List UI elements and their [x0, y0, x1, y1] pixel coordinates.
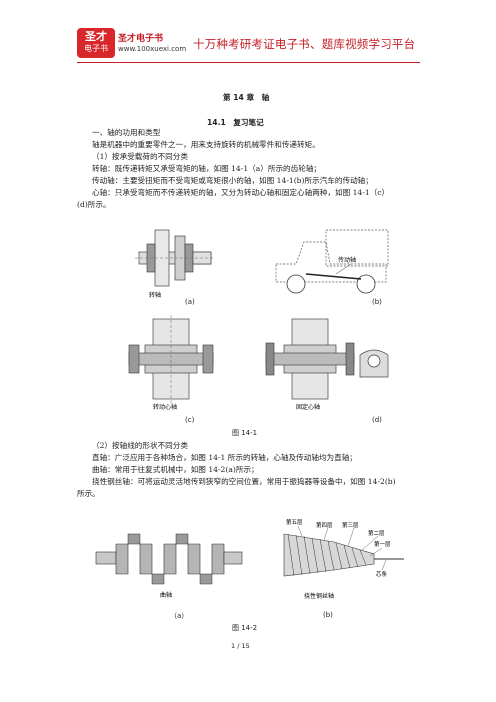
figure-14-1-d-label: (d)	[372, 416, 382, 424]
layer-1-label: 第一层	[374, 540, 391, 548]
brand-name: 圣才电子书	[118, 34, 164, 44]
figure-14-1-b-inner-label: 传动轴	[338, 256, 356, 264]
layer-4-label: 第四层	[316, 521, 333, 529]
header-slogan: 十万种考研考证电子书、题库视频学习平台	[193, 37, 416, 51]
logo-line-1: 圣才	[85, 30, 107, 43]
figure-14-1-b: 传动轴	[275, 229, 389, 294]
layer-3-label: 第三层	[342, 521, 359, 529]
layer-5-label: 第五层	[286, 518, 303, 526]
figure-14-2-a: 曲轴	[95, 533, 243, 599]
figure-14-2-a-label: （a）	[170, 612, 189, 620]
figure-14-1-a-inner-label: 转轴	[149, 291, 161, 299]
paragraph-intro: 轴是机器中的重要零件之一，用来支持旋转的机械零件和传递转矩。	[92, 140, 320, 149]
figure-14-1-a-label: (a)	[185, 298, 195, 306]
paragraph-transmission-shaft: 传动轴：主要受扭矩而不受弯矩或弯矩很小的轴，如图 14-1(b)所示汽车的传动轴…	[92, 176, 373, 185]
subheading-by-load: （1）按承受载荷的不同分类	[92, 152, 188, 161]
figure-14-1-c: 转动心轴	[128, 315, 214, 411]
figure-14-1-c-inner-label: 转动心轴	[153, 403, 177, 411]
figure-14-2-b-label: (b)	[323, 611, 333, 619]
figure-14-2-b: 第五层 第四层 第三层 第二层 第一层 芯条 挠性钢丝轴	[283, 518, 404, 600]
figure-14-2-caption: 图 14-2	[232, 624, 258, 632]
section-title: 14.1 复习笔记	[207, 118, 264, 127]
paragraph-spindle: 心轴：只承受弯矩而不传递转矩的轴，又分为转动心轴和固定心轴两种，如图 14-1（…	[92, 188, 390, 197]
figure-14-2-a-inner-label: 曲轴	[160, 591, 172, 599]
figure-14-1-d: 固定心轴	[265, 318, 389, 411]
figure-14-1-c-label: (c)	[185, 416, 195, 424]
layer-2-label: 第二层	[368, 529, 385, 537]
figure-14-1-d-inner-label: 固定心轴	[296, 403, 320, 411]
page-header: 圣才 电子书 圣才电子书 www.100xuexi.com 十万种考研考证电子书…	[0, 0, 496, 64]
figure-14-1-caption: 图 14-1	[232, 429, 258, 437]
page-number: 1 / 15	[231, 642, 250, 650]
figure-14-2-b-inner-label: 挠性钢丝轴	[304, 592, 334, 600]
figure-14-1-a: 转轴	[135, 229, 215, 299]
chapter-title: 第 14 章 轴	[223, 93, 270, 102]
paragraph-spindle-cont: (d)所示。	[77, 200, 111, 209]
paragraph-straight-shaft: 直轴：广泛应用于各种场合，如图 14-1 所示的转轴，心轴及传动轴均为直轴；	[92, 453, 357, 462]
paragraph-flexible-shaft: 挠性钢丝轴：可将运动灵活地传到狭窄的空间位置，常用于振捣器等设备中，如图 14-…	[92, 477, 396, 486]
paragraph-rotating-shaft: 转轴：既传递转矩又承受弯矩的轴，如图 14-1（a）所示的齿轮轴；	[92, 164, 322, 173]
subheading-by-axis-shape: （2）按轴线的形状不同分类	[92, 441, 188, 450]
brand-logo[interactable]: 圣才 电子书	[77, 28, 115, 58]
figure-14-1-b-label: (b)	[372, 298, 382, 306]
paragraph-flexible-shaft-cont: 所示。	[77, 489, 100, 498]
heading-shaft-types: 一、轴的功用和类型	[92, 128, 161, 137]
brand-url[interactable]: www.100xuexi.com	[118, 45, 187, 53]
header-divider	[77, 62, 420, 63]
logo-line-2: 电子书	[84, 44, 108, 53]
core-label: 芯条	[376, 570, 388, 578]
paragraph-crankshaft: 曲轴：常用于往复式机械中，如图 14-2(a)所示；	[92, 465, 259, 474]
